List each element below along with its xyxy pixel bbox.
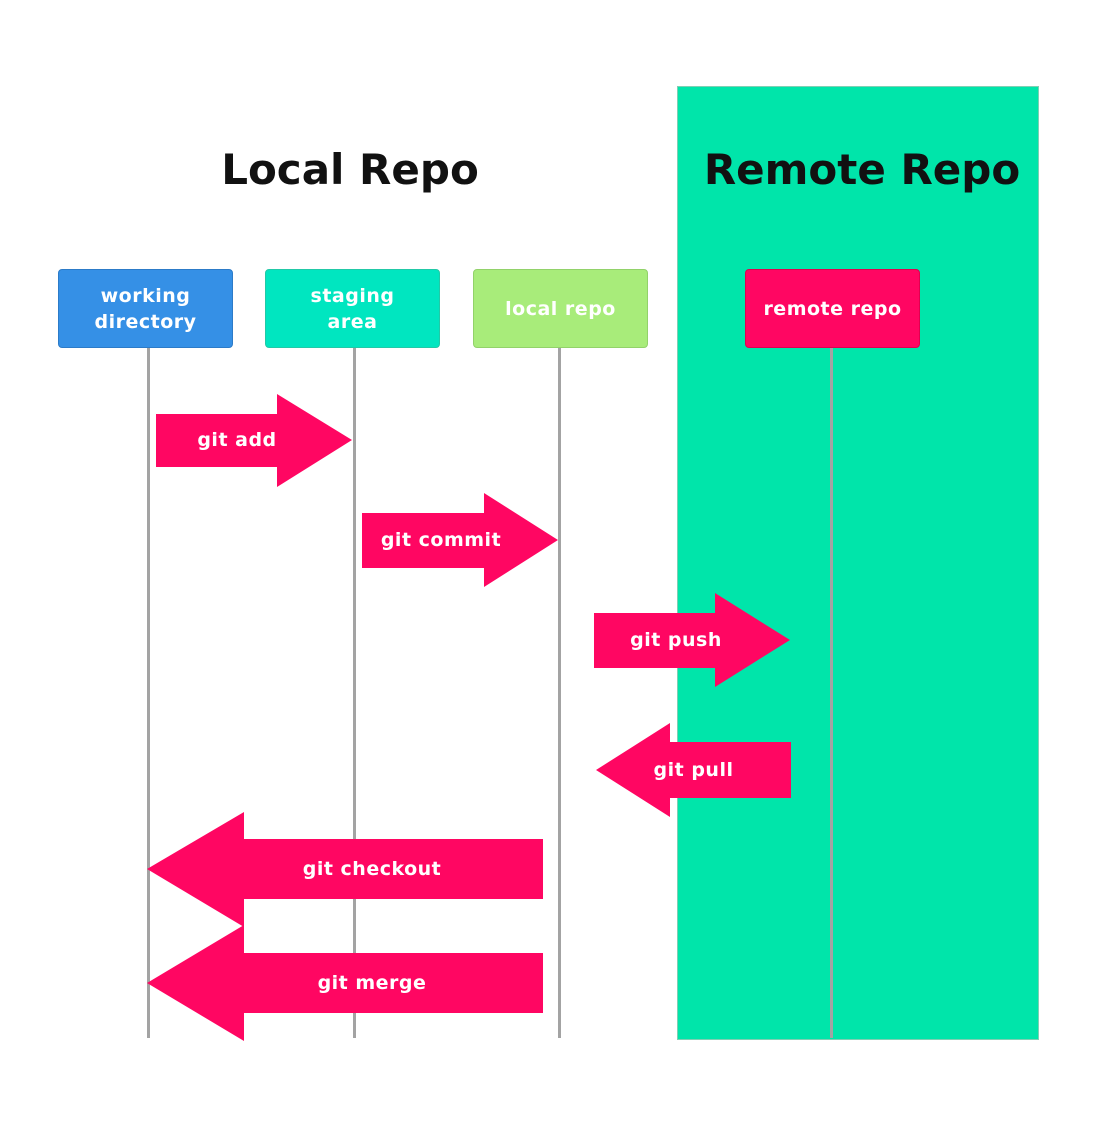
- git-commit-label: git commit: [380, 529, 502, 551]
- remote-repo-node: remote repo: [745, 269, 920, 348]
- git-add-arrow: [156, 394, 352, 487]
- remote-repo-lifeline: [830, 348, 833, 1038]
- staging-area-node: staging area: [265, 269, 440, 348]
- git-push-label: git push: [630, 629, 722, 651]
- remote-repo-panel: [677, 86, 1039, 1040]
- git-commit-arrow: [362, 493, 558, 587]
- git-checkout-arrow: [147, 812, 543, 927]
- working-directory-node: working directory: [58, 269, 233, 348]
- git-pull-arrow: [596, 723, 791, 817]
- git-add-label: git add: [197, 429, 277, 451]
- git-checkout-label: git checkout: [302, 858, 442, 880]
- local-repo-lifeline: [558, 348, 561, 1038]
- local-repo-node: local repo: [473, 269, 648, 348]
- git-merge-arrow: [147, 925, 543, 1041]
- staging-area-lifeline: [353, 348, 356, 1038]
- local-repo-heading: Local Repo: [221, 145, 479, 194]
- git-merge-label: git merge: [317, 972, 427, 994]
- git-push-arrow: [594, 593, 790, 687]
- git-pull-label: git pull: [653, 759, 734, 781]
- remote-repo-heading: Remote Repo: [703, 145, 1021, 194]
- working-directory-lifeline: [147, 348, 150, 1038]
